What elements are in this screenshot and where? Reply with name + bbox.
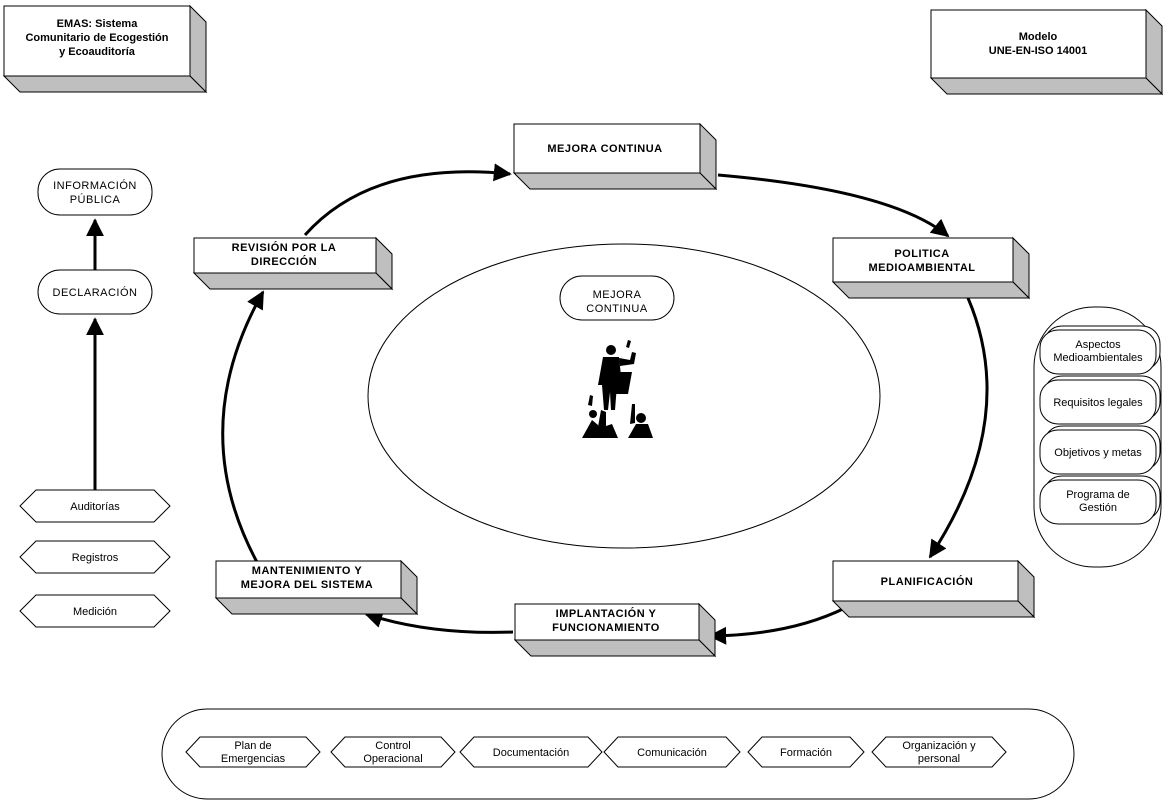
- svg-text:PLANIFICACIÓN: PLANIFICACIÓN: [881, 575, 974, 588]
- bottom-hex-label: Documentación: [493, 747, 569, 759]
- bottom-hex-shape: [330, 736, 456, 768]
- left-hex-label: Medición: [73, 606, 117, 618]
- bottom-hex-shape: [459, 736, 603, 768]
- bottom-hex-label: Formación: [780, 747, 832, 759]
- left-hex-label: Registros: [72, 552, 119, 564]
- left-hex-shape: [19, 594, 171, 628]
- bottom-hex-shape: [603, 736, 741, 768]
- right-item-box: [1039, 429, 1157, 475]
- bottom-hex-label: Comunicación: [637, 747, 707, 759]
- central-ellipse: [367, 243, 881, 549]
- right-item-label: Objetivos y metas: [1054, 447, 1142, 459]
- right-item-box: [1039, 329, 1157, 375]
- right-item-box: [1039, 379, 1157, 425]
- box-planificacion: PLANIFICACIÓN: [831, 559, 1036, 619]
- bottom-hex-shape: [871, 736, 1007, 768]
- bottom-hex-shape: [185, 736, 321, 768]
- right-item-box: [1039, 479, 1157, 525]
- bottom-hex-shape: [747, 736, 865, 768]
- svg-text:MEJORA CONTINUA: MEJORA CONTINUA: [547, 143, 662, 155]
- left-hex-shape: [19, 540, 171, 574]
- right-item-label: Requisitos legales: [1053, 397, 1143, 409]
- informacion-publica-box: [37, 168, 153, 216]
- left-hex-shape: [19, 489, 171, 523]
- presenter-audience-icon: [582, 340, 653, 438]
- svg-text:DECLARACIÓN: DECLARACIÓN: [53, 286, 138, 299]
- cycle-arrows: [221, 163, 989, 645]
- box-mejora-continua: MEJORA CONTINUA: [512, 122, 718, 191]
- center-label-box: [559, 275, 675, 321]
- left-hex-label: Auditorías: [70, 501, 120, 513]
